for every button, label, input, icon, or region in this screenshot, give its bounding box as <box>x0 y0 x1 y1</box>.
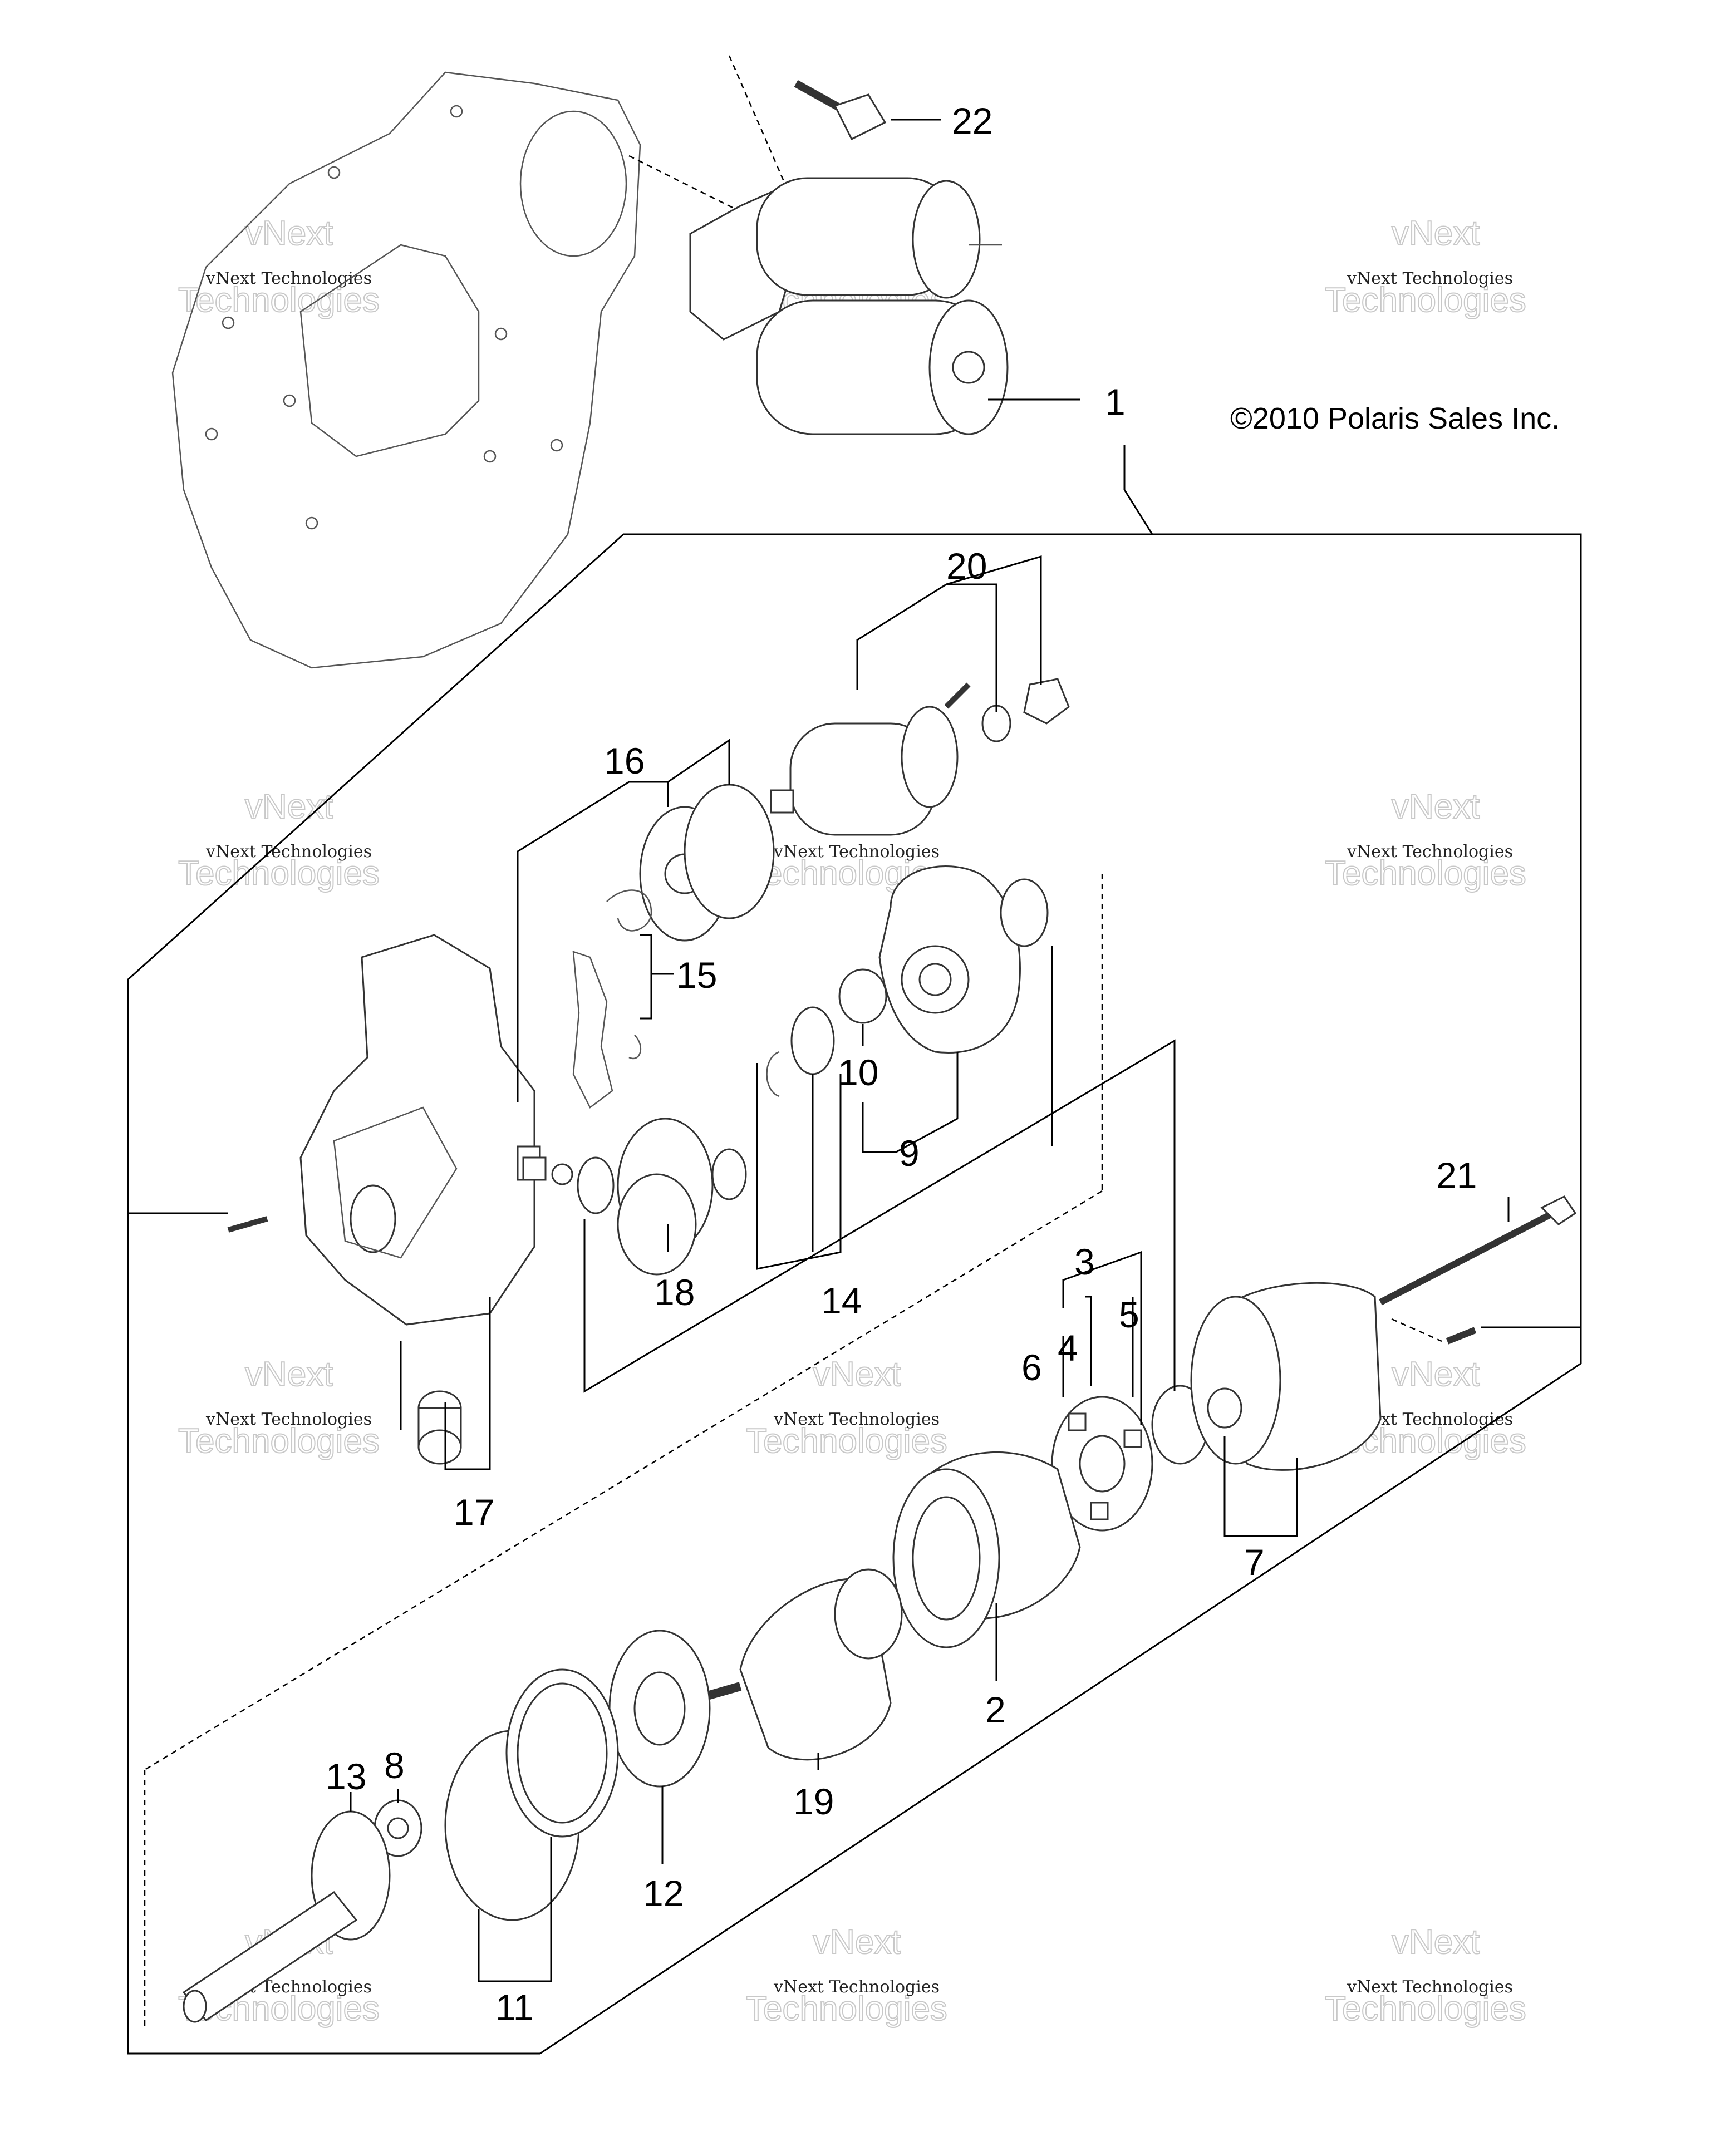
callout-21: 21 <box>1436 1155 1477 1196</box>
bushing-17 <box>417 1390 462 1465</box>
callout-1: 1 <box>1105 381 1126 422</box>
callout-18: 18 <box>654 1272 695 1313</box>
svg-text:vNext Technologies: vNext Technologies <box>773 1410 940 1429</box>
svg-text:vNext Technologies: vNext Technologies <box>205 269 372 288</box>
assembly-frame <box>127 489 1582 2055</box>
svg-text:vNext: vNext <box>1392 214 1480 253</box>
drive-housing <box>299 934 541 1326</box>
watermark: Technologies vNext vNext Technologies <box>178 787 380 893</box>
callout-11: 11 <box>495 1987 534 2028</box>
svg-text:vNext: vNext <box>245 787 333 826</box>
assembled-starter <box>689 177 1009 435</box>
plate-12 <box>608 1630 711 1788</box>
callout-labels: 22 1 20 16 15 10 9 21 3 5 4 6 18 14 17 7… <box>326 100 1477 2028</box>
callout-17: 17 <box>454 1492 494 1533</box>
watermark: Technologies vNext vNext Technologies <box>1324 1922 1527 2029</box>
ring-gear-11 <box>444 1668 619 1921</box>
leader-lines <box>128 119 1581 1982</box>
watermark: Technologies vNext vNext Technologies <box>745 1355 948 1461</box>
svg-text:Technologies: Technologies <box>178 1422 380 1460</box>
callout-4: 4 <box>1058 1327 1078 1369</box>
callout-12: 12 <box>643 1873 684 1914</box>
svg-text:vNext: vNext <box>1392 1355 1480 1394</box>
svg-text:Technologies: Technologies <box>178 854 380 893</box>
svg-text:vNext: vNext <box>1392 1923 1480 1961</box>
shaft-13 <box>182 1810 391 2023</box>
armature-19 <box>700 1568 903 1761</box>
svg-text:vNext: vNext <box>813 1355 901 1394</box>
watermark: Technologies vNext vNext Technologies <box>1324 214 1527 320</box>
svg-text:vNext: vNext <box>245 214 333 253</box>
dash-guide-diagonal <box>144 1190 1103 1771</box>
callout-5: 5 <box>1119 1294 1139 1335</box>
brush-plate-3 <box>1051 1396 1153 1532</box>
engine-plate <box>171 71 641 669</box>
svg-text:Technologies: Technologies <box>746 1990 947 2028</box>
watermark: Technologies vNext vNext Technologies <box>745 1922 948 2029</box>
callout-7: 7 <box>1244 1542 1265 1583</box>
plate-dash-line <box>628 155 752 218</box>
svg-text:vNext Technologies: vNext Technologies <box>1347 269 1513 288</box>
svg-text:Technologies: Technologies <box>1325 854 1526 893</box>
svg-text:vNext Technologies: vNext Technologies <box>773 1977 940 1997</box>
screw-dash-line <box>1391 1318 1442 1342</box>
callout-13: 13 <box>326 1756 366 1797</box>
callout-10: 10 <box>838 1052 878 1093</box>
svg-text:Technologies: Technologies <box>1325 1990 1526 2028</box>
callout-19: 19 <box>793 1781 834 1822</box>
svg-text:Technologies: Technologies <box>746 1422 947 1460</box>
ring-14 <box>766 1006 835 1097</box>
callout-20: 20 <box>946 545 987 587</box>
svg-text:vNext Technologies: vNext Technologies <box>205 842 372 862</box>
svg-text:vNext: vNext <box>813 1923 901 1961</box>
svg-text:vNext: vNext <box>245 1355 333 1394</box>
end-cover-7 <box>1190 1282 1382 1471</box>
svg-text:Technologies: Technologies <box>1325 281 1526 319</box>
callout-14: 14 <box>821 1280 862 1321</box>
watermark: Technologies vNext vNext Technologies <box>178 214 380 320</box>
svg-text:vNext Technologies: vNext Technologies <box>773 842 940 862</box>
solenoid-20 <box>770 678 1070 836</box>
svg-text:vNext: vNext <box>1392 787 1480 826</box>
callout-2: 2 <box>985 1689 1006 1730</box>
bolt22-dash-line <box>728 55 786 184</box>
callout-3: 3 <box>1074 1241 1095 1282</box>
brush-holder <box>522 1156 547 1181</box>
bushing-10 <box>838 968 887 1024</box>
yoke-2 <box>892 1451 1081 1648</box>
callout-16: 16 <box>604 740 645 781</box>
callout-15: 15 <box>676 954 717 996</box>
pinion-gear-18 <box>551 1118 747 1276</box>
lever-15 <box>572 889 652 1109</box>
callout-8: 8 <box>384 1745 405 1786</box>
callout-6: 6 <box>1021 1347 1042 1388</box>
watermark: Technologies vNext vNext Technologies <box>178 1355 380 1461</box>
copyright-notice: ©2010 Polaris Sales Inc. <box>1230 402 1560 435</box>
svg-text:vNext Technologies: vNext Technologies <box>1347 1977 1513 1997</box>
callout-9: 9 <box>899 1133 920 1174</box>
callout-22: 22 <box>952 100 992 141</box>
frame-screw <box>1446 1327 1477 1345</box>
bolt-22 <box>794 80 887 141</box>
watermark: Technologies vNext vNext Technologies <box>1324 787 1527 893</box>
svg-text:Technologies: Technologies <box>178 281 380 319</box>
screw-housing <box>227 1216 268 1233</box>
gear-housing-9 <box>878 865 1049 1054</box>
svg-text:vNext Technologies: vNext Technologies <box>1347 842 1513 862</box>
plate-16 <box>639 784 775 942</box>
through-bolt-21 <box>1379 1195 1577 1306</box>
svg-text:vNext Technologies: vNext Technologies <box>205 1410 372 1429</box>
